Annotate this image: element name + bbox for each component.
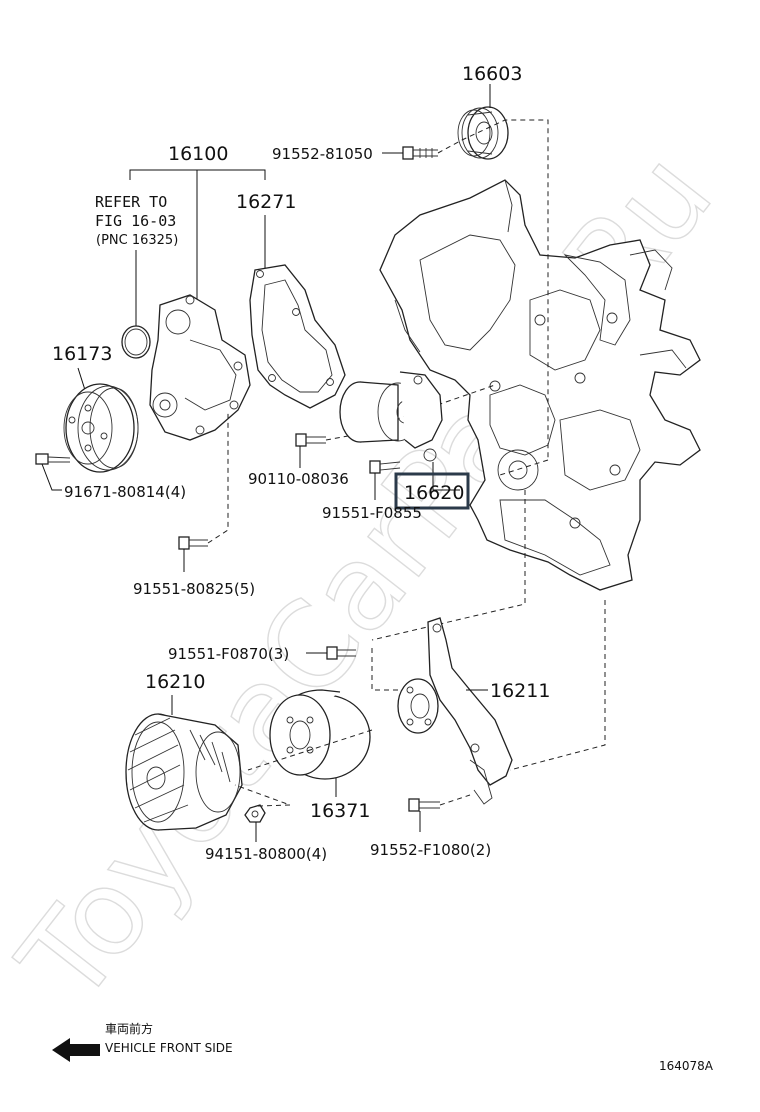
label-16100[interactable]: 16100 [168, 143, 228, 165]
leader-91671-80814 [41, 463, 62, 491]
fluid-coupling-16210 [125, 713, 243, 831]
label-16211[interactable]: 16211 [490, 680, 550, 702]
label-16371[interactable]: 16371 [310, 800, 370, 822]
label-91551-f0870[interactable]: 91551-F0870(3) [168, 645, 289, 663]
refer-line-3: (PNC 16325) [96, 233, 178, 248]
label-16173[interactable]: 16173 [52, 343, 112, 365]
v-ribbed-belt-tensioner-16620 [339, 371, 443, 462]
refer-line-2: FIG 16-03 [95, 212, 176, 230]
label-91671-80814[interactable]: 91671-80814(4) [64, 483, 186, 501]
label-94151-80800[interactable]: 94151-80800(4) [205, 845, 327, 863]
dash-16603-line [437, 119, 549, 460]
dash-16371 [247, 729, 373, 771]
fan-pulley-16371 [269, 689, 371, 780]
direction-en: VEHICLE FRONT SIDE [105, 1041, 233, 1055]
dash-91551-80825 [207, 410, 229, 544]
bolt-91552-81050 [402, 146, 438, 160]
gasket-16271 [249, 264, 346, 409]
water-pump-16100 [149, 294, 251, 441]
label-91552-f1080[interactable]: 91552-F1080(2) [370, 841, 491, 859]
nut-94151-80800 [244, 804, 266, 823]
dash-f1080 [439, 794, 471, 806]
label-16603[interactable]: 16603 [462, 63, 522, 85]
pump-o-ring [121, 325, 151, 359]
label-16210[interactable]: 16210 [145, 671, 205, 693]
timing-chain-cover [379, 179, 701, 591]
dash-94151 [234, 784, 291, 807]
refer-line-1: REFER TO [95, 193, 167, 211]
bolt-91552-f1080 [408, 798, 440, 812]
label-91552-81050[interactable]: 91552-81050 [272, 145, 373, 163]
highlight-box-16620 [394, 472, 470, 510]
label-90110-08036[interactable]: 90110-08036 [248, 470, 349, 488]
figure-id: 164078A [659, 1059, 714, 1073]
dash-upper-to-lower [371, 490, 526, 641]
bolt-91551-80825 [178, 536, 208, 550]
leader-16173 [77, 367, 86, 391]
bolt-91671-80814 [35, 453, 71, 465]
label-91551-80825[interactable]: 91551-80825(5) [133, 580, 255, 598]
bolt-90110-08036 [295, 433, 326, 447]
idler-pulley-16603 [457, 106, 509, 160]
fan-bracket-16211 [397, 617, 513, 805]
pulley-16173 [63, 383, 139, 473]
direction-jp: 車両前方 [105, 1021, 153, 1036]
arrow-left-icon [52, 1038, 100, 1062]
label-16620[interactable]: 16620 [404, 482, 464, 504]
dash-right-vertical [509, 600, 606, 771]
vehicle-front-side-indicator: 車両前方 VEHICLE FRONT SIDE [52, 1021, 233, 1062]
label-16271[interactable]: 16271 [236, 191, 296, 213]
label-91551-f0855[interactable]: 91551-F0855 [322, 504, 422, 522]
bolt-91551-f0855 [369, 460, 401, 474]
